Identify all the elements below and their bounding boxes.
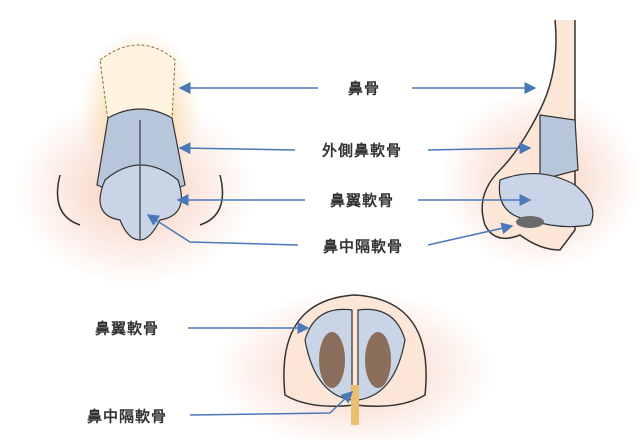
side-lateral-cartilage xyxy=(539,114,579,181)
label-lateral-nasal-cartilage: 外側鼻軟骨 xyxy=(321,141,403,160)
arrow-lateral-left xyxy=(178,142,296,155)
label-alar-cartilage: 鼻翼軟骨 xyxy=(329,191,395,210)
label-bottom-alar-cartilage: 鼻翼軟骨 xyxy=(94,319,160,338)
label-septal-cartilage: 鼻中隔軟骨 xyxy=(322,237,404,256)
arrow-septal-left xyxy=(146,214,299,246)
side-alar-cartilage xyxy=(498,172,594,228)
pointer-arrows xyxy=(146,82,537,416)
arrow-bottom-septal xyxy=(189,390,354,416)
front-view-nose xyxy=(15,30,255,285)
arrow-lateral-right xyxy=(427,142,532,155)
label-bottom-septal-cartilage: 鼻中隔軟骨 xyxy=(86,407,168,426)
side-view-nose xyxy=(440,19,640,270)
arrow-septal-right xyxy=(427,222,514,246)
label-nasal-bone: 鼻骨 xyxy=(347,79,381,98)
bottom-view-nose xyxy=(215,290,495,440)
